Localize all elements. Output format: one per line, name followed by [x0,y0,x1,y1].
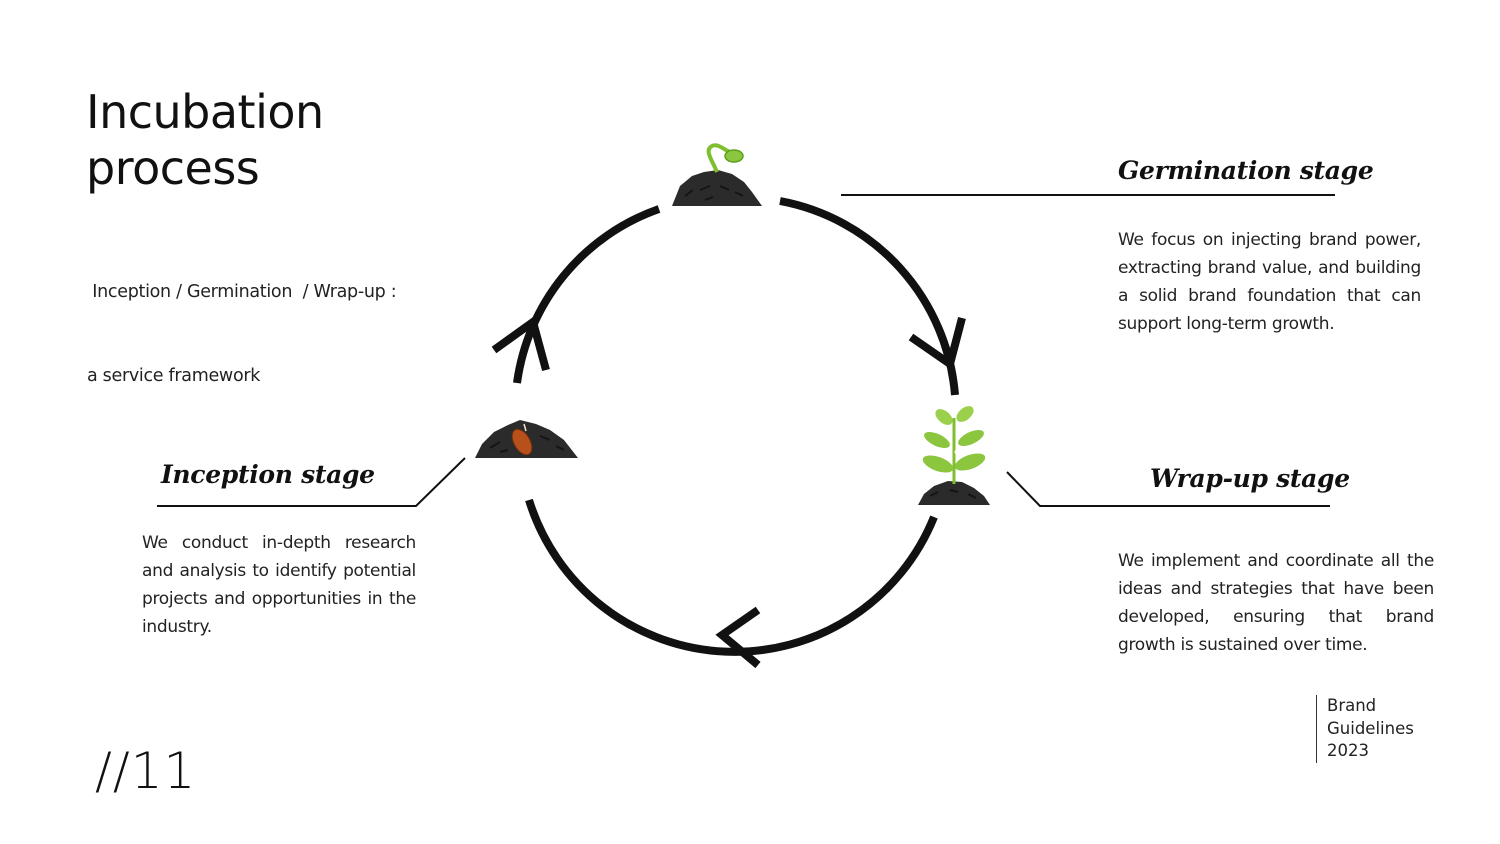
title-line-1: Incubation [86,85,324,139]
subtitle-line-1: Inception / Germination / Wrap-up : [87,282,397,302]
brand-line-3: 2023 [1327,741,1369,760]
title-line-2: process [86,141,260,195]
plant-in-soil-icon [918,406,990,505]
page-number: //11 [95,742,197,800]
cycle-arrow-germination-to-wrapup [779,197,959,396]
seed-in-soil-icon [475,420,578,458]
brand-guidelines-label: Brand Guidelines 2023 [1316,695,1414,763]
wrapup-stage-description: We implement and coordinate all the idea… [1118,551,1434,655]
arrowhead-left-icon [715,606,761,669]
arrowhead-down-icon [908,316,966,371]
inception-stage-description: We conduct in-depth research and analysi… [142,533,416,637]
cycle-arrow-inception-to-germination [513,205,661,384]
brand-line-1: Brand [1327,696,1377,715]
page-subtitle: Inception / Germination / Wrap-up : a se… [87,222,397,418]
subtitle-line-2: a service framework [87,366,261,386]
cycle-arrow-wrapup-to-inception [525,498,938,656]
wrapup-stage-title: Wrap-up stage [1150,464,1350,493]
germination-stage-title: Germination stage [1118,156,1374,185]
inception-leader-line [157,457,466,507]
wrapup-leader-line [1006,471,1330,507]
sprout-in-soil-icon [672,143,762,206]
inception-stage-title: Inception stage [161,460,375,489]
arrowhead-up-icon [491,315,550,372]
germination-stage-description: We focus on injecting brand power, extra… [1118,230,1421,334]
page-title: Incubation process [86,84,324,196]
brand-line-2: Guidelines [1327,718,1414,738]
